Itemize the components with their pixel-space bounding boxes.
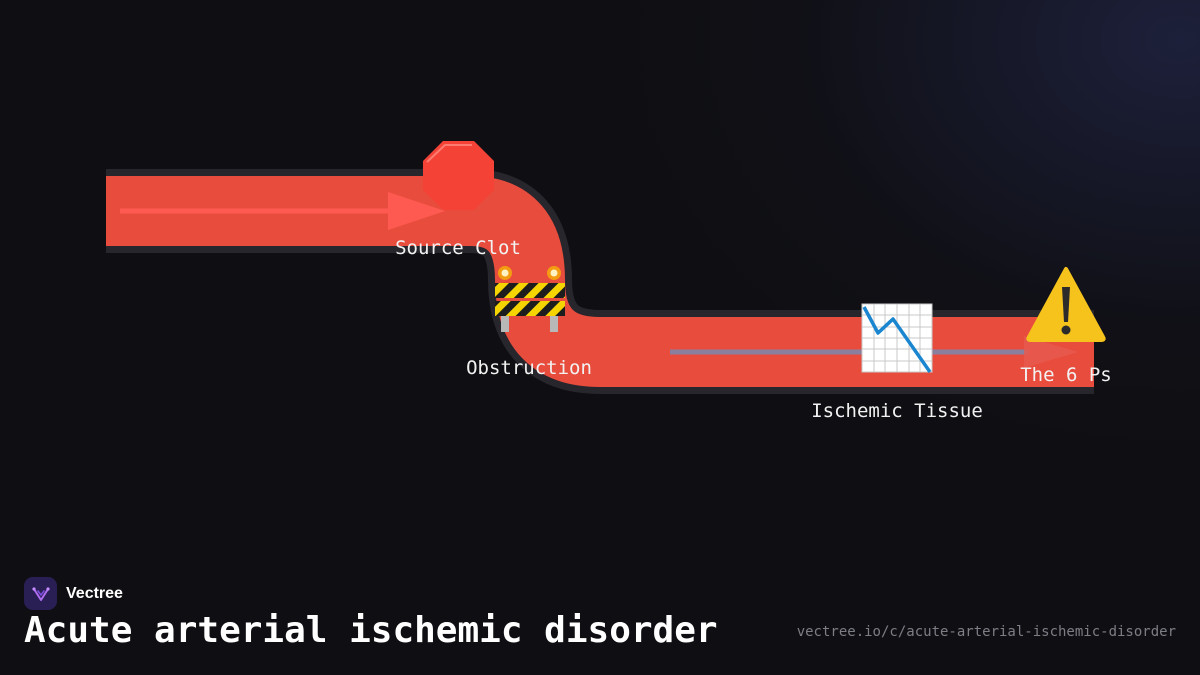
page-url[interactable]: vectree.io/c/acute-arterial-ischemic-dis… [796, 624, 1176, 640]
ischemia-flow-diagram: Source Clot Obstruction [106, 141, 1112, 422]
node-ischemic-tissue: Ischemic Tissue [811, 303, 983, 422]
construction-barrier-icon [495, 266, 565, 332]
chart-decreasing-icon [861, 303, 933, 374]
node-label-the-6-ps: The 6 Ps [1020, 364, 1112, 386]
reduced-flow-arrow [670, 336, 1078, 368]
artery-vessel [106, 176, 1094, 387]
node-source-clot: Source Clot [395, 141, 521, 259]
warning-icon [1026, 267, 1106, 342]
stop-sign-icon [423, 141, 494, 210]
node-label-source-clot: Source Clot [395, 237, 521, 259]
node-obstruction: Obstruction [466, 266, 592, 379]
normal-flow-arrow [120, 192, 445, 230]
brand-name: Vectree [66, 584, 123, 602]
node-the-6-ps: The 6 Ps [1020, 267, 1112, 386]
brand: Vectree [24, 577, 123, 610]
node-label-ischemic-tissue: Ischemic Tissue [811, 400, 983, 422]
vectree-logo-icon [24, 577, 57, 610]
page-title: Acute arterial ischemic disorder [24, 610, 718, 651]
node-label-obstruction: Obstruction [466, 357, 592, 379]
